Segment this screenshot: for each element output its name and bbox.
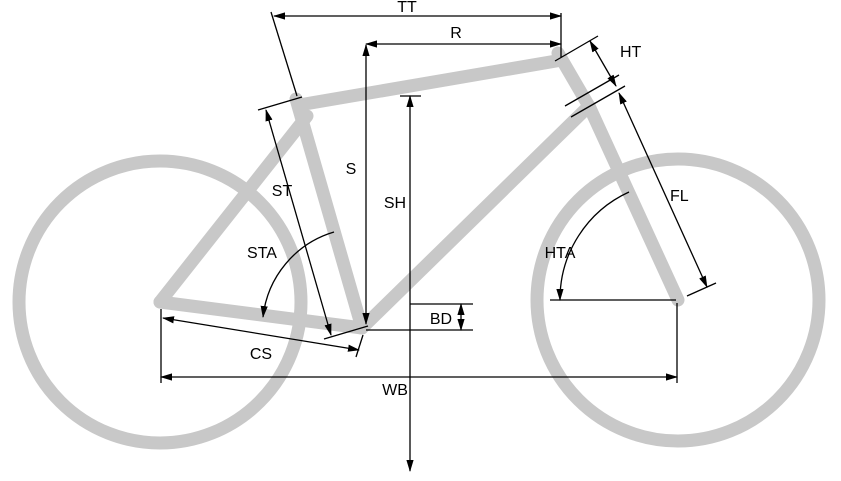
crown-cut-mark-2 <box>570 85 626 118</box>
label-fl: FL <box>670 188 689 205</box>
label-ht: HT <box>620 44 642 61</box>
seatstay-tube <box>153 109 314 309</box>
label-r: R <box>450 25 462 42</box>
head-tube <box>551 46 597 115</box>
chainstay-tube <box>153 295 369 335</box>
label-bd: BD <box>430 311 452 328</box>
fork-tube <box>582 99 685 307</box>
label-hta: HTA <box>545 245 576 262</box>
label-st: ST <box>272 183 293 200</box>
hta-angle-arc <box>556 191 630 301</box>
fl-dimension-line <box>618 92 708 288</box>
label-sta: STA <box>247 245 277 262</box>
tt-extension-line <box>270 11 298 97</box>
st-dimension-line <box>265 109 332 336</box>
bike-frame <box>12 46 826 450</box>
cs-tick-line <box>355 334 364 358</box>
dimension-labels: TT R HT FL ST S SH STA HTA BD CS WB <box>247 0 689 399</box>
cs-dimension-line <box>162 316 360 352</box>
down-tube <box>355 99 596 335</box>
label-cs: CS <box>250 346 272 363</box>
label-s: S <box>346 161 357 178</box>
label-tt: TT <box>397 0 417 16</box>
crown-cut-mark-1 <box>564 74 620 107</box>
fl-extension-line <box>686 282 717 297</box>
st-extension-top <box>257 96 303 111</box>
dimension-lines <box>160 11 717 472</box>
label-sh: SH <box>384 195 406 212</box>
label-wb: WB <box>382 382 408 399</box>
top-tube <box>292 53 569 112</box>
